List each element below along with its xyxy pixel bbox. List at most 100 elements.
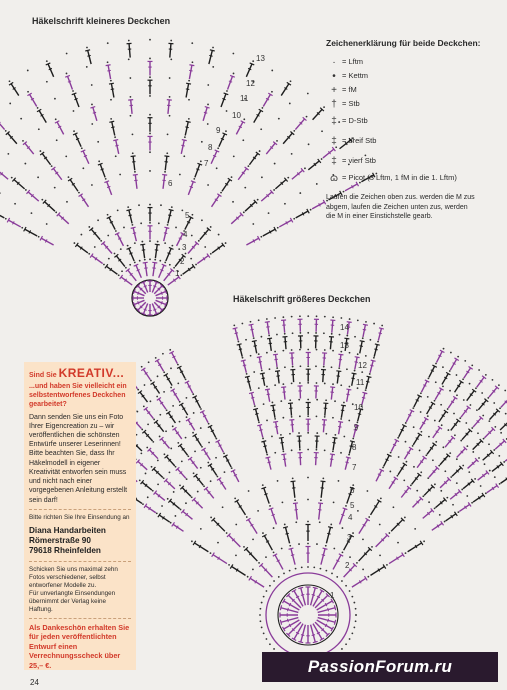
chain-dot	[271, 69, 274, 72]
stitch-mark	[411, 474, 420, 485]
chain-dot	[433, 399, 436, 402]
chain-dot	[356, 421, 359, 424]
stitch-mark	[382, 455, 390, 467]
stitch-mark	[404, 490, 408, 494]
stitch-mark	[471, 388, 477, 393]
stitch-mark	[195, 438, 200, 441]
stitch-mark	[169, 500, 181, 510]
chain-dot	[273, 189, 276, 191]
stitch-mark	[346, 393, 350, 396]
chain-dot	[468, 382, 471, 385]
chain-dot	[137, 388, 140, 391]
stitch-mark	[403, 448, 412, 460]
stitch-mark	[110, 83, 115, 98]
chain-dot	[471, 364, 474, 367]
chain-dot	[135, 433, 138, 436]
chain-dot	[262, 595, 265, 598]
chain-dot	[338, 333, 341, 336]
stitch-mark	[145, 433, 150, 437]
stitch-mark	[434, 465, 440, 470]
legend-item: †= Stb	[326, 97, 496, 111]
chain-dot	[315, 315, 318, 318]
chain-dot	[364, 154, 367, 157]
quad-treble-symbol-icon: ‡	[331, 155, 337, 167]
stitch-mark	[204, 452, 208, 455]
stitch-mark	[300, 593, 305, 596]
stitch-mark	[245, 548, 258, 562]
stitch-mark	[207, 490, 211, 494]
stitch-mark	[176, 274, 181, 280]
stitch-mark	[483, 428, 494, 439]
stitch-mark	[319, 637, 325, 642]
chain-dot	[349, 556, 351, 559]
stitch-mark	[235, 216, 240, 220]
chain-dot	[230, 176, 233, 179]
chain-dot	[149, 95, 151, 97]
chain-dot	[464, 359, 467, 362]
chain-dot	[166, 152, 169, 155]
stitch-mark	[290, 548, 296, 565]
stitch-mark	[311, 201, 325, 210]
stitch-mark	[354, 357, 358, 370]
stitch-mark	[474, 457, 479, 463]
stitch-mark	[459, 379, 464, 384]
chain-dot	[299, 315, 301, 318]
stitch-mark	[301, 212, 305, 216]
chain-dot	[129, 95, 132, 98]
chain-dot	[252, 223, 255, 225]
stitch-mark	[452, 395, 458, 400]
legend-label: = Picot (3 Lftm, 1 fM in die 1. Lftm)	[342, 173, 457, 183]
chain-dot	[274, 384, 277, 387]
chain-dot	[375, 172, 378, 175]
stitch-mark	[394, 438, 400, 443]
stitch-mark	[87, 50, 92, 65]
stitch-mark	[289, 403, 293, 416]
stitch-mark	[106, 185, 111, 189]
stitch-mark	[359, 340, 365, 343]
chain-dot	[173, 266, 176, 269]
stitch-mark	[465, 432, 469, 436]
chain-dot	[307, 315, 310, 318]
stitch-mark	[324, 602, 328, 607]
chain-dot	[119, 248, 122, 251]
stitch-mark	[441, 373, 449, 385]
chain-dot	[425, 454, 428, 457]
stitch-mark	[327, 607, 330, 612]
stitch-mark	[312, 108, 323, 121]
chain-dot	[4, 217, 7, 220]
chain-dot	[450, 476, 453, 478]
chain-dot	[468, 471, 471, 473]
chain-dot	[261, 107, 264, 109]
chain-dot	[223, 452, 225, 455]
stitch-mark	[502, 438, 507, 444]
chain-dot	[136, 410, 139, 413]
stitch-mark	[141, 429, 147, 434]
stitch-mark	[115, 255, 126, 267]
stitch-mark	[11, 177, 17, 182]
chain-dot	[209, 480, 212, 483]
stitch-mark	[160, 291, 163, 295]
stitch-mark	[76, 244, 89, 254]
stitch-mark	[348, 493, 352, 496]
stitch-mark	[415, 437, 419, 440]
stitch-mark	[282, 132, 293, 145]
stitch-mark	[129, 252, 133, 255]
stitch-mark	[367, 175, 371, 180]
stitch-mark	[104, 263, 109, 269]
stitch-mark	[236, 500, 247, 516]
stitch-mark	[464, 505, 467, 509]
chain-dot	[162, 352, 164, 355]
chain-dot	[345, 584, 347, 587]
stitch-mark	[153, 308, 157, 311]
chain-dot	[156, 459, 159, 462]
chain-dot	[442, 347, 445, 350]
chain-dot	[456, 394, 458, 397]
stitch-mark	[362, 328, 367, 331]
chain-dot	[419, 392, 422, 395]
stitch-mark	[255, 412, 259, 415]
stitch-mark	[499, 461, 504, 467]
chain-dot	[471, 501, 474, 504]
chain-dot	[341, 551, 344, 554]
chain-dot	[247, 490, 250, 492]
stitch-mark	[494, 385, 500, 390]
